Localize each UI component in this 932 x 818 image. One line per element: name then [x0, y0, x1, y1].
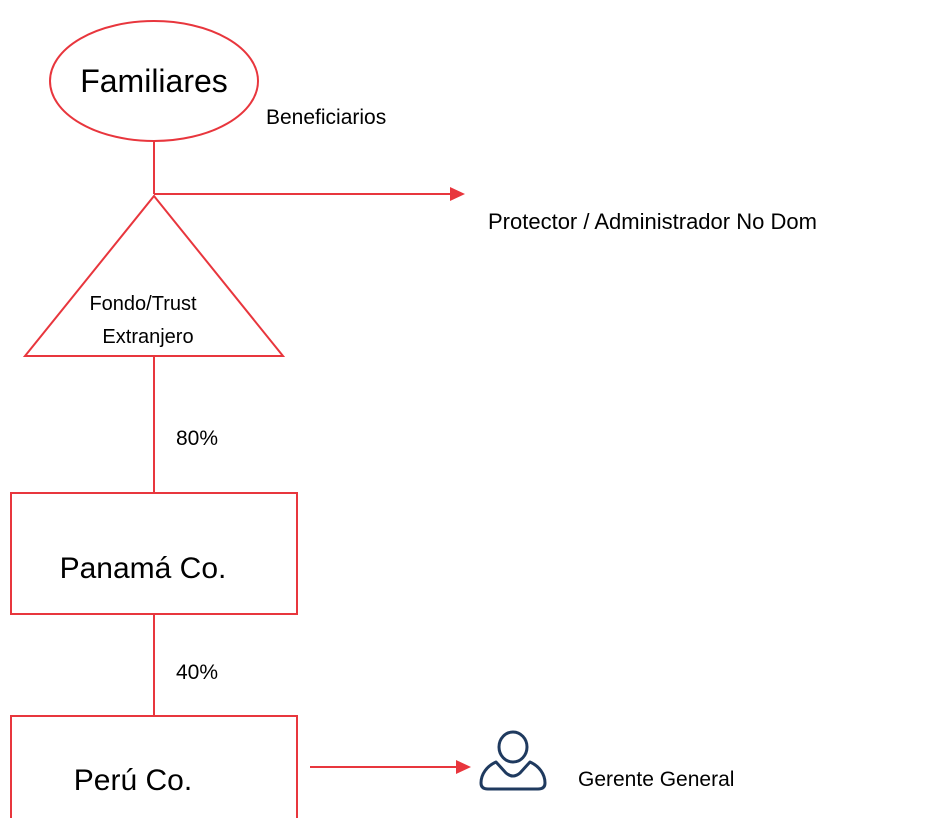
peru-co-node [10, 715, 298, 818]
ownership-40-label: 40% [176, 661, 218, 684]
fondo-trust-label-line1: Fondo/Trust [89, 293, 197, 315]
peru-co-label: Perú Co. [74, 764, 192, 797]
fondo-trust-label-line2: Extranjero [102, 326, 193, 348]
gerente-general-label: Gerente General [578, 768, 734, 791]
panama-co-label: Panamá Co. [60, 552, 227, 585]
arrowhead-gerente [456, 760, 471, 774]
arrowhead-protector [450, 187, 465, 201]
ownership-80-label: 80% [176, 427, 218, 450]
beneficiarios-label: Beneficiarios [266, 106, 386, 129]
person-icon [479, 730, 547, 791]
protector-label: Protector / Administrador No Dom [488, 209, 817, 234]
familiares-label: Familiares [80, 63, 228, 99]
